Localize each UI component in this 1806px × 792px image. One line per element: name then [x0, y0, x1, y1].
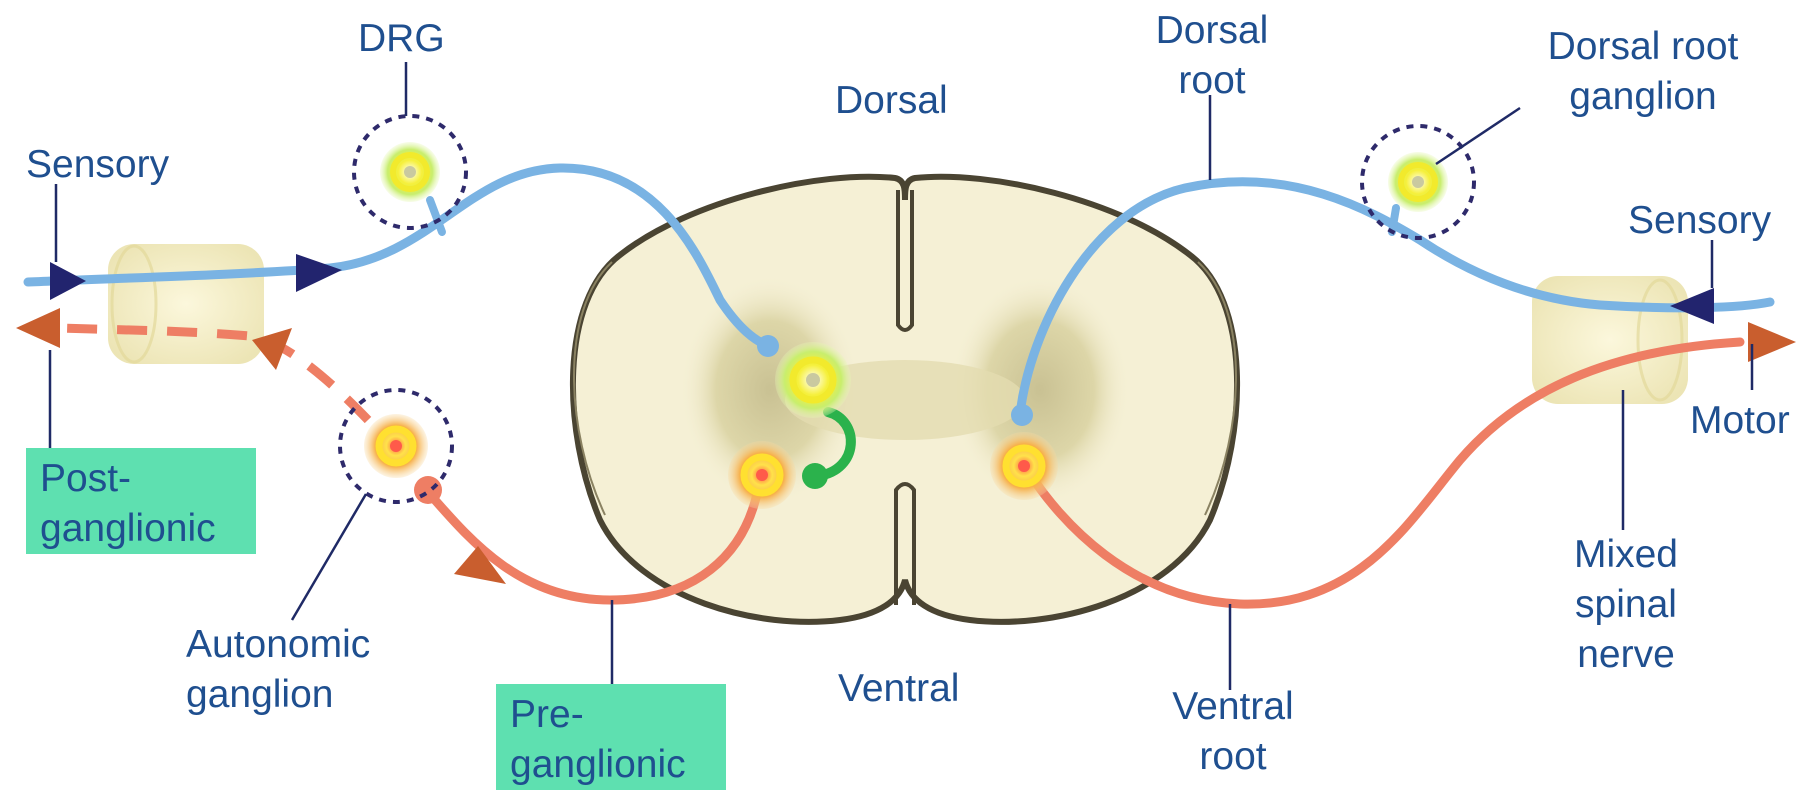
autonomic-ganglion-label: Autonomic ganglion	[186, 620, 370, 720]
sensory-left-label: Sensory	[26, 140, 169, 190]
left-sensory-terminal	[757, 335, 779, 357]
left-nerve-bundle	[108, 244, 264, 364]
left-sensory-arrow-in	[50, 262, 86, 300]
motor-label: Motor	[1690, 396, 1790, 446]
sensory-right-label: Sensory	[1628, 196, 1771, 246]
preganglionic-box: Pre- ganglionic	[496, 684, 726, 790]
dorsal-root-label: Dorsal root	[1142, 6, 1282, 106]
dorsal-label: Dorsal	[835, 76, 948, 126]
preganglionic-terminal	[414, 476, 442, 504]
ventral-root-label: Ventral root	[1158, 682, 1308, 782]
somatic-motor-neuron	[990, 432, 1058, 500]
postganglionic-arrow-head	[16, 308, 60, 348]
interneuron-terminal	[802, 463, 828, 489]
ventral-label: Ventral	[838, 664, 959, 714]
right-sensory-terminal	[1011, 404, 1033, 426]
autonomic-motor-neuron	[728, 441, 796, 509]
autonomic-ganglion-neuron	[364, 414, 428, 478]
right-drg-stalk	[1392, 208, 1396, 232]
left-sensory-arrow-mid	[296, 254, 342, 292]
spinal-cord-cross-section	[573, 177, 1237, 622]
central-sensory-neuron	[775, 342, 851, 418]
postganglionic-box: Post- ganglionic	[26, 448, 256, 554]
dorsal-root-ganglion-label: Dorsal root ganglion	[1528, 22, 1758, 122]
drg-label: DRG	[358, 14, 445, 64]
left-drg-neuron	[380, 142, 440, 202]
mixed-spinal-nerve-label: Mixed spinal nerve	[1556, 530, 1696, 680]
motor-arrow-head	[1748, 322, 1796, 362]
